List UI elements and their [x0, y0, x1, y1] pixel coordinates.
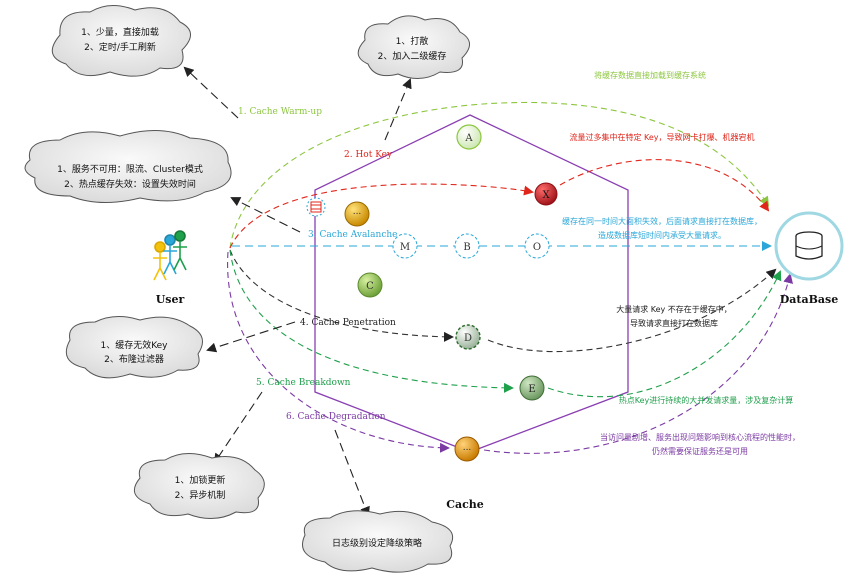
callout-degradation-line-1: 日志级别设定降级策略 [332, 537, 422, 549]
node-ellipsis-bottom: ... [454, 436, 480, 462]
callout-avalanche-line-2: 2、热点缓存失效：设置失效时间 [64, 178, 196, 190]
label-warmup: 1. Cache Warm-up [238, 107, 322, 117]
callout-penetration: 1、缓存无效Key 2、布隆过滤器 [65, 316, 203, 379]
hotkey-flow-out [559, 159, 770, 212]
node-o-label: O [533, 242, 541, 253]
node-x: X [534, 182, 558, 206]
callout-penetration-line-1: 1、缓存无效Key [100, 339, 168, 351]
penetration-connector [206, 321, 296, 353]
node-a: A [456, 124, 482, 150]
desc-avalanche-line-1: 缓存在同一时间大面积失效，后面请求直接打在数据库， [562, 216, 762, 226]
avalanche-connector [230, 197, 301, 233]
desc-avalanche-line-2: 造成数据库短时间内承受大量请求。 [598, 230, 726, 240]
label-avalanche: 3. Cache Avalanche [308, 230, 398, 240]
warmup-connector [183, 66, 239, 119]
node-b-label: B [463, 242, 470, 253]
node-e: E [519, 375, 545, 401]
hotkey-flow-in [229, 183, 534, 249]
breakdown-flow-out [547, 270, 782, 398]
callout-avalanche: 1、服务不可用：限流、Cluster模式 2、热点缓存失效：设置失效时间 [24, 129, 232, 204]
callout-hotkey-line-2: 2、加入二级缓存 [378, 50, 447, 62]
degradation-flow-out [483, 273, 793, 454]
desc-breakdown: 热点Key进行持续的大并发请求量，涉及复杂计算 [619, 395, 794, 405]
desc-warmup: 将缓存数据直接加载到缓存系统 [594, 70, 706, 80]
breakdown-flow-in [229, 249, 514, 393]
degradation-connector [334, 429, 370, 517]
node-a-label: A [464, 133, 473, 144]
node-e-label: E [528, 384, 535, 395]
callout-hotkey-line-1: 1、打散 [396, 35, 429, 47]
label-penetration: 4. Cache Penetration [300, 318, 396, 328]
node-c: C [357, 272, 383, 298]
penetration-flow-out [487, 268, 777, 353]
desc-degradation-line-1: 当访问量剧增、服务出现问题影响到核心流程的性能时， [600, 432, 800, 442]
cache-label: Cache [446, 498, 484, 511]
degradation-flow-in [227, 251, 450, 453]
desc-penetration-line-1: 大量请求 Key 不存在于缓存中， [616, 304, 732, 314]
flow-arrows [227, 102, 793, 454]
label-degradation: 6. Cache Degradation [286, 412, 386, 422]
callout-penetration-line-2: 2、布隆过滤器 [104, 353, 164, 365]
node-c-label: C [366, 281, 374, 292]
callout-breakdown-line-1: 1、加锁更新 [175, 474, 226, 486]
callout-warmup: 1、少量，直接加载 2、定时/手工刷新 [51, 5, 191, 77]
callout-degradation: 日志级别设定降级策略 [302, 510, 454, 573]
hot-key-icon [306, 197, 326, 217]
node-ellipsis-top: ... [344, 201, 370, 227]
desc-penetration-line-2: 导致请求直接打在数据库 [630, 318, 718, 328]
node-b: B [454, 233, 480, 259]
database-icon [774, 211, 844, 281]
callout-warmup-line-2: 2、定时/手工刷新 [84, 41, 156, 53]
desc-degradation-line-2: 仍然需要保证服务还是可用 [652, 446, 748, 456]
user-icon [153, 230, 187, 281]
node-m-label: M [400, 242, 410, 253]
user-label: User [156, 293, 185, 306]
hotkey-connector [384, 78, 412, 141]
callout-breakdown-line-2: 2、异步机制 [175, 489, 226, 501]
node-o: O [524, 233, 550, 259]
node-x-label: X [542, 190, 550, 201]
label-breakdown: 5. Cache Breakdown [256, 378, 351, 388]
callout-breakdown: 1、加锁更新 2、异步机制 [133, 453, 265, 519]
penetration-flow-in [229, 249, 454, 342]
database-label: DataBase [780, 293, 839, 306]
callout-hotkey: 1、打散 2、加入二级缓存 [357, 15, 470, 79]
breakdown-connector [213, 391, 263, 464]
callout-avalanche-line-1: 1、服务不可用：限流、Cluster模式 [57, 163, 203, 175]
callout-connectors [183, 66, 412, 517]
node-ellipsis-top-label: ... [353, 207, 362, 217]
warmup-flow [229, 102, 770, 249]
desc-hotkey: 流量过多集中在特定 Key，导致网卡打爆、机器宕机 [569, 132, 754, 142]
node-d: D [455, 324, 481, 350]
node-d-label: D [464, 333, 472, 344]
node-ellipsis-bottom-label: ... [463, 443, 472, 453]
callout-warmup-line-1: 1、少量，直接加载 [81, 26, 159, 38]
label-hotkey: 2. Hot Key [344, 150, 393, 160]
node-m: M [392, 233, 418, 259]
